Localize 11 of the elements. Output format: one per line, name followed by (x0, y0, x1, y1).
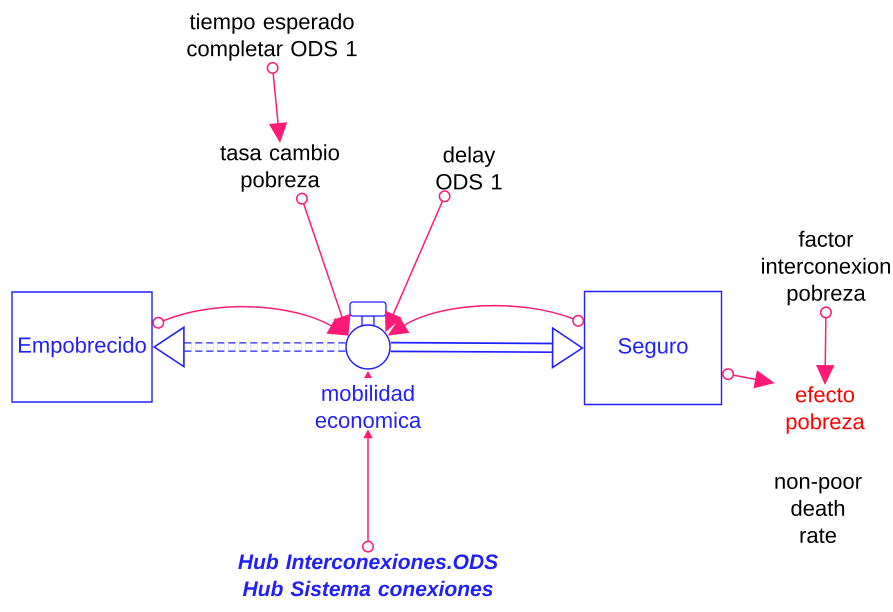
variable-label: non-poor death rate (775, 476, 862, 544)
shadow-variable-label: Hub Interconexiones.ODS Hub Sistema conexiones (238, 554, 498, 596)
stock-box: Empobrecido (11, 291, 153, 403)
node-label: mobilidad economica (316, 384, 422, 428)
variable-label: efecto pobreza (786, 386, 865, 434)
stock-box: Seguro (584, 290, 722, 406)
variable-label: factor interconexion pobreza (762, 230, 890, 306)
flow-valve: mobilidad economica (316, 301, 422, 428)
variable-label: delay ODS 1 (436, 146, 502, 190)
variable-label: tasa cambio pobreza (220, 144, 339, 192)
variable-label: tiempo esperado completar ODS 1 (187, 13, 356, 61)
